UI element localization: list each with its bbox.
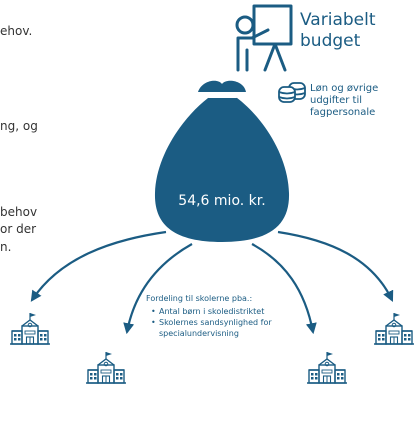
- coins-icon: [278, 82, 306, 103]
- variable-budget-note-1: Løn og øvrige: [310, 83, 378, 94]
- distribution-heading: Fordeling til skolerne pba.:: [146, 294, 252, 303]
- variable-budget-title-2: budget: [300, 31, 361, 51]
- money-bag-icon: [154, 80, 290, 242]
- arrow-to-school-1: [30, 230, 167, 302]
- svg-text:•: •: [151, 318, 156, 327]
- arrow-to-school-3: [251, 243, 317, 335]
- school-icon: [373, 312, 415, 345]
- distribution-bullet-2: Skolernes sandsynlighed for: [159, 318, 272, 327]
- text-fragment-3: behov: [0, 205, 38, 219]
- svg-text:•: •: [151, 307, 156, 316]
- arrow-to-school-4: [277, 230, 394, 302]
- text-fragment-4: or der: [0, 222, 37, 236]
- school-icon: [306, 351, 348, 384]
- school-icon: [85, 351, 127, 384]
- text-fragment-5: n.: [0, 240, 12, 254]
- arrow-to-school-2: [123, 243, 193, 335]
- variable-budget-note-2: udgifter til: [310, 95, 362, 106]
- teacher-at-board-icon: [235, 4, 293, 72]
- school-icon: [9, 312, 51, 345]
- variable-budget-title-1: Variabelt: [300, 10, 376, 30]
- distribution-bullet-3: specialundervisning: [159, 329, 239, 338]
- distribution-bullet-list: • Antal børn i skoledistriktet • Skolern…: [151, 307, 272, 338]
- variable-budget-note-3: fagpersonale: [310, 107, 375, 118]
- text-fragment-1: ehov.: [0, 24, 33, 38]
- budget-amount: 54,6 mio. kr.: [178, 193, 265, 209]
- text-fragment-2: ng, og: [0, 119, 38, 133]
- distribution-bullet-1: Antal børn i skoledistriktet: [159, 307, 264, 316]
